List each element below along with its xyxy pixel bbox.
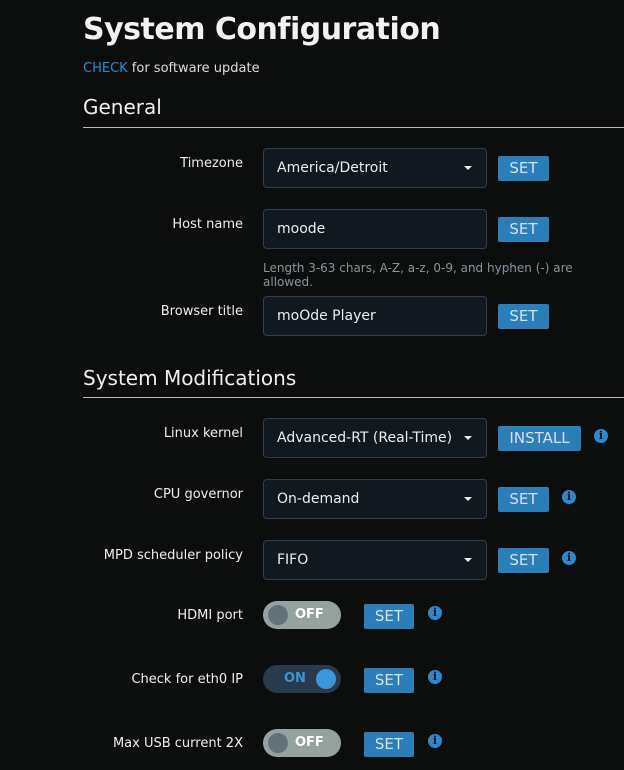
caret-down-icon <box>464 436 472 440</box>
toggle-knob <box>268 605 288 625</box>
caret-down-icon <box>464 558 472 562</box>
browser-title-label: Browser title <box>160 304 243 319</box>
mpd-scheduler-select[interactable]: FIFO <box>263 540 487 580</box>
section-general: General <box>83 95 162 119</box>
cpu-governor-set-button[interactable]: SET <box>498 487 549 512</box>
timezone-set-button[interactable]: SET <box>498 156 549 181</box>
info-icon[interactable]: i <box>428 734 442 748</box>
caret-down-icon <box>464 497 472 501</box>
page-title: System Configuration <box>83 12 441 47</box>
hostname-input[interactable]: moode <box>263 209 487 249</box>
toggle-state: OFF <box>295 735 324 750</box>
check-link[interactable]: CHECK <box>83 61 128 76</box>
cpu-governor-select[interactable]: On-demand <box>263 479 487 519</box>
info-icon[interactable]: i <box>594 429 608 443</box>
timezone-select[interactable]: America/Detroit <box>263 148 487 188</box>
update-check: CHECK for software update <box>83 61 260 76</box>
timezone-label: Timezone <box>180 156 243 171</box>
info-icon[interactable]: i <box>428 670 442 684</box>
browser-title-set-button[interactable]: SET <box>498 304 549 329</box>
kernel-select[interactable]: Advanced-RT (Real-Time) <box>263 418 487 458</box>
mpd-scheduler-label: MPD scheduler policy <box>103 548 243 563</box>
usb-current-toggle[interactable]: OFF <box>263 729 341 757</box>
hostname-set-button[interactable]: SET <box>498 217 549 242</box>
hostname-label: Host name <box>172 217 243 232</box>
mpd-scheduler-set-button[interactable]: SET <box>498 548 549 573</box>
info-icon[interactable]: i <box>562 551 576 565</box>
timezone-value: America/Detroit <box>277 160 388 176</box>
usb-current-label: Max USB current 2X <box>112 736 243 751</box>
eth0-toggle[interactable]: ON <box>263 665 341 693</box>
hdmi-label: HDMI port <box>177 608 243 623</box>
section-system-modifications: System Modifications <box>83 366 297 390</box>
eth0-label: Check for eth0 IP <box>131 672 243 687</box>
toggle-state: OFF <box>295 607 324 622</box>
divider <box>83 127 624 128</box>
toggle-knob <box>268 733 288 753</box>
toggle-knob <box>316 669 336 689</box>
kernel-label: Linux kernel <box>163 426 243 441</box>
info-icon[interactable]: i <box>562 490 576 504</box>
cpu-governor-label: CPU governor <box>153 487 243 502</box>
hdmi-toggle[interactable]: OFF <box>263 601 341 629</box>
usb-current-set-button[interactable]: SET <box>364 732 414 757</box>
kernel-install-button[interactable]: INSTALL <box>498 426 581 451</box>
mpd-scheduler-value: FIFO <box>277 552 309 568</box>
kernel-value: Advanced-RT (Real-Time) <box>277 430 453 446</box>
divider <box>83 397 624 398</box>
caret-down-icon <box>464 166 472 170</box>
check-text: for software update <box>127 61 260 76</box>
hostname-help: Length 3-63 chars, A-Z, a-z, 0-9, and hy… <box>263 261 573 289</box>
hdmi-set-button[interactable]: SET <box>364 604 414 629</box>
cpu-governor-value: On-demand <box>277 491 360 507</box>
eth0-set-button[interactable]: SET <box>364 668 414 693</box>
browser-title-input[interactable]: moOde Player <box>263 296 487 336</box>
info-icon[interactable]: i <box>428 606 442 620</box>
toggle-state: ON <box>284 671 306 686</box>
